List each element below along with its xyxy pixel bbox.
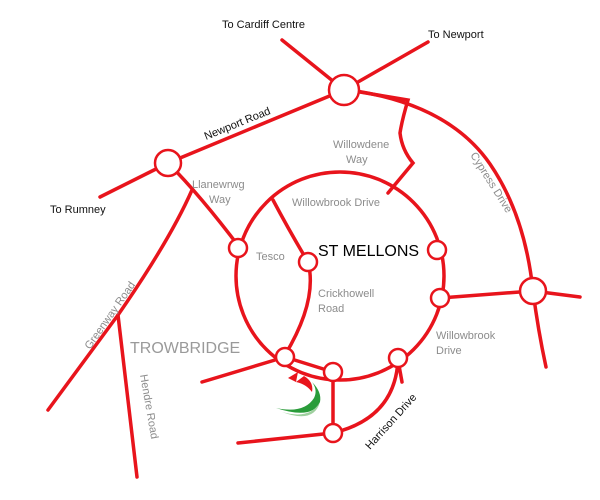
label-cypress-drive: Cypress Drive xyxy=(467,150,514,215)
roundabout-newport-road-east xyxy=(327,73,361,107)
roundabout-tesco-west xyxy=(227,237,249,259)
roundabout-south xyxy=(322,361,344,383)
road-willowdene-way xyxy=(358,90,416,195)
label-llanewrwg-way-line2: Way xyxy=(209,194,231,206)
road-cypress-drive xyxy=(354,89,535,293)
roundabout-cypress-drive xyxy=(518,276,548,306)
roundabout-willowbrook-south-east xyxy=(387,347,409,369)
label-to-rumney: To Rumney xyxy=(50,204,106,216)
swoosh-logo-icon xyxy=(276,372,321,417)
road-east-link xyxy=(438,289,535,300)
label-harrison-drive: Harrison Drive xyxy=(363,392,419,452)
label-crickhowell-road-line1: Crickhowell xyxy=(318,288,374,300)
label-to-newport: To Newport xyxy=(428,29,484,41)
label-tesco: Tesco xyxy=(256,251,285,263)
roundabout-tesco xyxy=(297,251,319,273)
label-willowdene-way-line1: Willowdene xyxy=(333,139,389,151)
roundabout-newport-road-west xyxy=(153,148,183,178)
road-harrison-drive xyxy=(331,358,400,435)
label-willowbrook-drive-right-line2: Drive xyxy=(436,345,462,357)
label-llanewrwg-way-line1: Llanewrwg xyxy=(192,179,245,191)
label-to-cardiff-centre: To Cardiff Centre xyxy=(222,19,305,31)
roundabout-harrison-drive xyxy=(322,422,344,444)
label-willowbrook-drive-top: Willowbrook Drive xyxy=(292,197,380,209)
road-newport-road xyxy=(166,88,346,165)
label-hendre-road: Hendre Road xyxy=(137,373,160,440)
label-willowdene-way-line2: Way xyxy=(346,154,368,166)
road-greenway-road xyxy=(46,188,194,412)
road-hendre-road xyxy=(116,313,139,479)
roundabout-east xyxy=(429,287,451,309)
label-st-mellons: ST MELLONS xyxy=(318,243,419,260)
label-crickhowell-road-line2: Road xyxy=(318,303,344,315)
road-crickhowell-road xyxy=(271,198,313,357)
roundabout-st-mellons xyxy=(426,239,448,261)
roundabout-trowbridge xyxy=(274,346,296,368)
label-trowbridge: TROWBRIDGE xyxy=(130,340,240,357)
road-trowbridge-spur xyxy=(200,355,287,384)
road-south-bottom xyxy=(236,431,335,445)
road-willowbrook-drive-ring xyxy=(234,170,446,382)
label-willowbrook-drive-right-line1: Willowbrook xyxy=(436,330,496,342)
